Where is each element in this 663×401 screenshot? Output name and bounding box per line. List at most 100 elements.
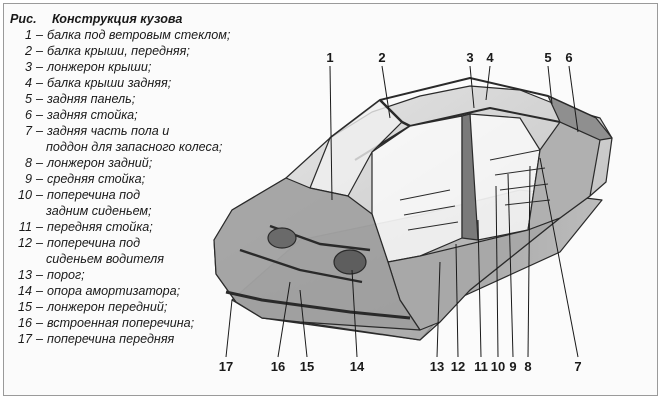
legend-text-line: балка под ветровым стеклом; [47,28,231,42]
callout-number-4: 4 [486,50,494,65]
legend-text-line: лонжерон крыши; [47,60,152,74]
callout-leader-12 [455,243,459,358]
legend-item: 2–балка крыши, передняя; [10,43,230,59]
callout-leader-16 [277,281,291,358]
legend-number: 1 [24,28,32,42]
shock-tower [333,249,367,275]
legend-number: 8 [24,156,32,170]
legend-text: –передняя стойка; [36,220,153,234]
callout-number-14: 14 [350,359,365,374]
legend-text-line: поперечина под [47,188,141,202]
callout-number-11: 11 [474,359,488,374]
legend-text: –поперечина под [36,236,141,250]
legend-text: –задняя часть пола и [36,124,170,138]
legend-text: –лонжерон передний; [36,300,168,314]
legend-number: 17 [17,332,32,346]
legend-number: 14 [17,284,32,298]
callout-leader-11 [477,219,482,358]
callout-number-7: 7 [574,359,581,374]
legend-text: –поперечина передняя [36,332,175,346]
rear-floor-ribs [489,149,551,206]
legend-item: 9 –средняя стойка; [10,171,230,187]
legend-text-continuation: поддон для запасного колеса; [46,140,223,154]
legend-text-line: передняя стойка; [47,220,153,234]
legend-text-line: опора амортизатора; [47,284,181,298]
callout-number-9: 9 [509,359,516,374]
legend-text-line: средняя стойка; [47,172,146,186]
legend-number: 6 [24,108,32,122]
legend-text-line: задняя стойка; [47,108,138,122]
callout-number-16: 16 [271,359,285,374]
callout-number-8: 8 [524,359,531,374]
callout-leader-14 [351,269,358,358]
figure-prefix: Рис. [10,12,37,26]
legend-number: 2 [24,44,32,58]
legend-list: 1–балка под ветровым стеклом;2–балка кры… [10,27,230,347]
callout-leader-15 [299,289,308,358]
figure-title: Конструкция кузова [52,12,183,26]
legend-item: 12 –поперечина под [10,235,230,251]
legend-item: 6 –задняя стойка; [10,107,230,123]
legend-text: –средняя стойка; [36,172,146,186]
legend-text: –поперечина под [36,188,141,202]
callout-leader-1 [329,65,333,201]
callout-leader-7 [539,157,579,358]
legend-item: 15–лонжерон передний; [10,299,230,315]
legend-text-continuation: сиденьем водителя [46,252,164,266]
legend-text: –балка под ветровым стеклом; [36,28,231,42]
callout-leader-4 [485,65,491,101]
callout-number-5: 5 [544,50,551,65]
figure-heading: Рис. Конструкция кузова [10,11,230,27]
legend-text-line: порог; [47,268,85,282]
callout-number-6: 6 [565,50,572,65]
front-roof-beam [379,99,411,128]
legend-item: 17 –поперечина передняя [10,331,230,347]
front-crossmember [225,290,411,320]
legend-number: 12 [17,236,32,250]
legend-number: 9 [24,172,32,186]
legend-text-continuation: задним сиденьем; [46,204,152,218]
callout-leaders [225,65,579,358]
legend-text-line: задняя панель; [47,92,136,106]
legend-item: 10 –поперечина под [10,187,230,203]
callout-leader-6 [568,65,579,133]
legend-item: 16 –встроенная поперечина; [10,315,230,331]
legend-number: 10 [17,188,32,202]
legend-item: 1 –балка под ветровым стеклом; [10,27,230,43]
legend-item: 14–опора амортизатора; [10,283,230,299]
legend-number: 11 [18,220,32,234]
legend-text: –задняя стойка; [36,108,138,122]
rear-panel [547,95,613,141]
legend-text: –балка крыши задняя; [36,76,172,90]
callout-number-10: 10 [491,359,505,374]
legend-text: –встроенная поперечина; [36,316,195,330]
legend-item: 5–задняя панель; [10,91,230,107]
car-body-shell [213,77,613,341]
callout-leader-3 [469,65,475,109]
legend-item: 11 –передняя стойка; [10,219,230,235]
callout-leader-5 [547,65,553,105]
legend-text: –лонжерон задний; [36,156,153,170]
legend-item: сиденьем водителя [10,251,230,267]
callout-leader-13 [436,261,441,358]
callout-number-13: 13 [430,359,444,374]
callout-number-3: 3 [466,50,473,65]
legend-text-line: поперечина передняя [47,332,175,346]
front-rail-left [239,248,363,284]
legend-number: 13 [17,268,32,282]
front-floor-ribs [399,189,459,231]
callout-leader-10 [495,185,499,358]
callout-number-17: 17 [219,359,233,374]
legend-number: 16 [17,316,32,330]
legend-text-line: поперечина под [47,236,141,250]
engine-bay [213,177,421,331]
callout-leader-8 [527,165,531,358]
figure-caption: Рис. Конструкция кузова 1 –балка под ветро… [10,11,230,347]
legend-number: 4 [24,76,32,90]
callout-leader-17 [225,299,233,358]
shock-tower-left [267,227,297,249]
legend-item: поддон для запасного колеса; [10,139,230,155]
callout-leader-2 [381,65,391,119]
